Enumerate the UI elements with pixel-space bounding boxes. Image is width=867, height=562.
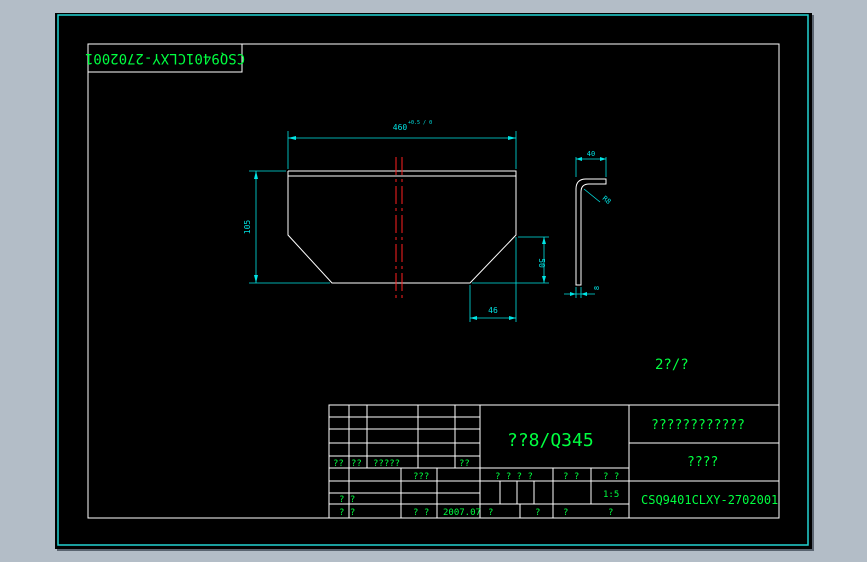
tb-r1-c3: ????? (373, 459, 400, 469)
tb-stage-header: ? ? ? ? (495, 472, 533, 482)
drawing-sheet: CSQ9401CLXY-2702001 460 +0.5 / 0 105 50 (55, 13, 812, 549)
rotated-code-text: CSQ9401CLXY-2702001 (85, 50, 245, 66)
view-note: 2?/? (655, 357, 689, 373)
outer-frame (57, 14, 809, 546)
chamfer-height-label: 50 (537, 258, 546, 268)
top-width-tolerance: +0.5 / 0 (408, 120, 432, 126)
tb-scale-header: ? ? (603, 472, 619, 482)
scale-value: 1:5 (603, 490, 619, 500)
front-view: 460 +0.5 / 0 105 50 46 (243, 120, 549, 322)
thickness-label: 8 (593, 286, 601, 290)
top-width-label: 460 (393, 123, 408, 132)
tb-r1-c2: ?? (351, 459, 362, 469)
tb-r1-c1: ?? (333, 459, 344, 469)
rotated-code-box: CSQ9401CLXY-2702001 (85, 43, 245, 73)
tb-sheet-1: ? (488, 508, 493, 518)
inner-frame (87, 43, 780, 519)
tb-sheet-2: ? (535, 508, 540, 518)
cad-drawing: CSQ9401CLXY-2702001 460 +0.5 / 0 105 50 (57, 14, 809, 546)
company-name: ???????????? (651, 418, 745, 433)
tb-designer: ? ? (339, 495, 355, 505)
part-name: ???? (687, 455, 718, 470)
date-value: 2007.07 (443, 508, 481, 518)
tb-weight-header: ? ? (563, 472, 579, 482)
tb-approver: ? ? (413, 508, 429, 518)
height-label: 105 (243, 220, 252, 235)
tb-checker: ? ? (339, 508, 355, 518)
tb-r1-c4: ??? (413, 472, 429, 482)
drawing-number: CSQ9401CLXY-2702001 (641, 493, 778, 507)
chamfer-width-label: 46 (488, 306, 498, 315)
material-label: ??8/Q345 (507, 430, 594, 451)
bend-radius-label: R8 (601, 194, 613, 206)
title-block (328, 404, 780, 519)
side-view: 40 R8 8 (564, 150, 612, 298)
tb-sheet-4: ? (608, 508, 613, 518)
bend-radius-leader (583, 188, 601, 203)
tb-r1-c5: ?? (459, 459, 470, 469)
side-view-outline (575, 178, 607, 286)
front-view-outline (287, 170, 517, 284)
flange-width-label: 40 (587, 150, 595, 158)
tb-sheet-3: ? (563, 508, 568, 518)
